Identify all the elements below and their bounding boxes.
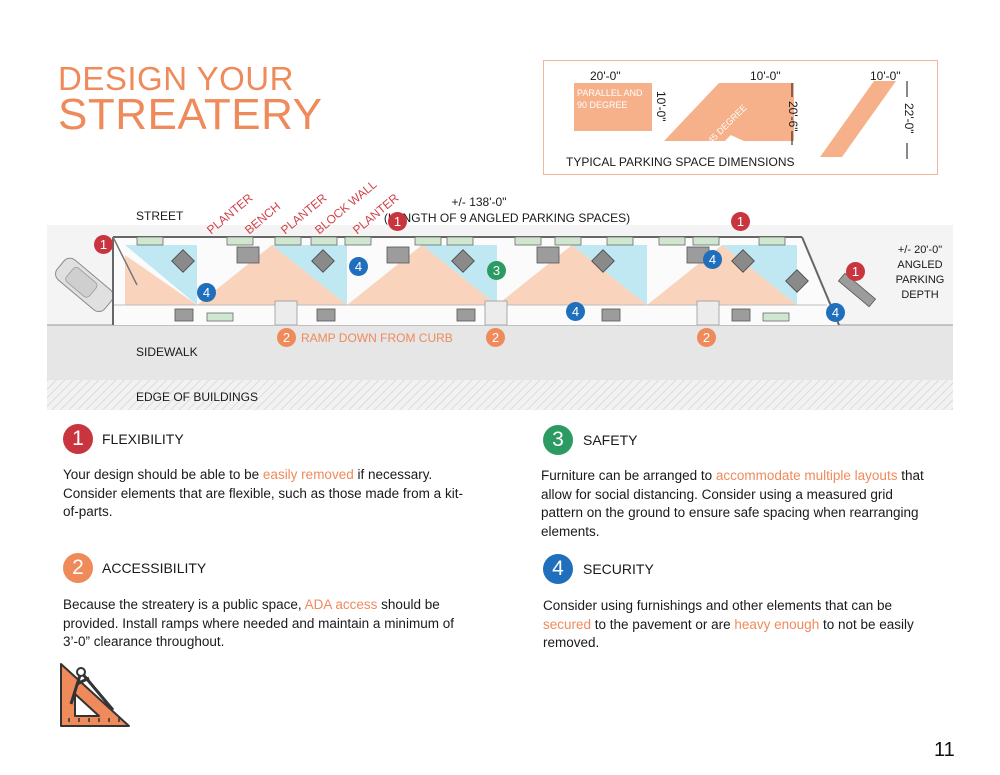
depth-label-line-3: PARKING: [895, 274, 945, 286]
parallel-space-shape: PARALLEL AND 90 DEGREE: [574, 83, 652, 131]
depth-label-line-1: +/- 20'-0": [897, 244, 943, 256]
angled-spaces-graphic: [664, 81, 908, 159]
page-number: 11: [934, 739, 955, 761]
deg60-depth-label: 22'-0": [902, 103, 916, 134]
deg60-width-label: 10'-0": [870, 69, 901, 83]
marker-flexibility: 1: [94, 235, 113, 254]
security-heading: SECURITY: [583, 561, 654, 577]
security-highlight-2: heavy enough: [734, 616, 820, 632]
parking-dimensions-panel: 20'-0" PARALLEL AND 90 DEGREE 10'-0" 10'…: [543, 60, 938, 175]
parallel-width-label: 20'-0": [590, 69, 621, 83]
flexibility-number-badge: 1: [63, 424, 93, 454]
depth-label-line-2: ANGLED: [897, 259, 943, 271]
page-title-line-2: STREATERY: [58, 90, 323, 139]
marker-flexibility: 1: [388, 212, 407, 231]
security-number-badge: 4: [543, 554, 573, 584]
security-body: Consider using furnishings and other ele…: [543, 598, 914, 650]
safety-body: Furniture can be arranged to accommodate…: [541, 468, 924, 539]
deg45-depth-label: 20'-6": [786, 101, 800, 132]
streatery-site-plan: STREET SIDEWALK EDGE OF BUILDINGS PLANTE…: [47, 177, 955, 410]
sidewalk-label: SIDEWALK: [136, 345, 198, 359]
marker-security: 4: [826, 303, 845, 322]
flexibility-highlight: easily removed: [262, 467, 354, 482]
marker-accessibility: 2: [486, 328, 505, 347]
marker-security: 4: [566, 302, 585, 321]
page-title-line-1: DESIGN YOUR: [58, 60, 294, 97]
length-label-line-1: +/- 138'-0": [451, 195, 507, 209]
security-highlight-1: secured: [543, 616, 592, 632]
edge-of-buildings-label: EDGE OF BUILDINGS: [136, 390, 259, 404]
ramp-label: RAMP DOWN FROM CURB: [301, 331, 453, 345]
accessibility-body: Because the streatery is a public space,…: [63, 597, 454, 649]
deg45-width-label: 10'-0": [750, 69, 781, 83]
marker-flexibility: 1: [731, 212, 750, 231]
street-label: STREET: [136, 209, 184, 223]
marker-security: 4: [349, 257, 368, 276]
accessibility-highlight: ADA access: [304, 597, 378, 612]
marker-security: 4: [197, 283, 216, 302]
marker-accessibility: 2: [697, 328, 716, 347]
marker-flexibility: 1: [846, 262, 865, 281]
marker-security: 4: [703, 250, 722, 269]
compass-triangle-icon: [60, 663, 130, 727]
safety-highlight: accommodate multiple layouts: [715, 468, 898, 483]
accessibility-number-badge: 2: [63, 553, 93, 583]
accessibility-heading: ACCESSIBILITY: [102, 560, 207, 576]
marker-safety: 3: [487, 261, 506, 280]
flexibility-heading: FLEXIBILITY: [102, 431, 184, 447]
parallel-space-label: PARALLEL AND 90 DEGREE: [577, 88, 643, 110]
parking-dimensions-caption: TYPICAL PARKING SPACE DIMENSIONS: [566, 155, 795, 169]
site-plan-graphic: [47, 225, 953, 410]
depth-label-line-4: DEPTH: [901, 289, 939, 301]
depth-label: +/- 20'-0" ANGLED PARKING DEPTH: [885, 243, 955, 303]
marker-accessibility: 2: [277, 328, 296, 347]
safety-number-badge: 3: [543, 425, 573, 455]
flexibility-body: Your design should be able to be easily …: [63, 467, 463, 519]
length-label-line-2: (LENGTH OF 9 ANGLED PARKING SPACES): [383, 211, 631, 225]
safety-heading: SAFETY: [583, 432, 638, 448]
